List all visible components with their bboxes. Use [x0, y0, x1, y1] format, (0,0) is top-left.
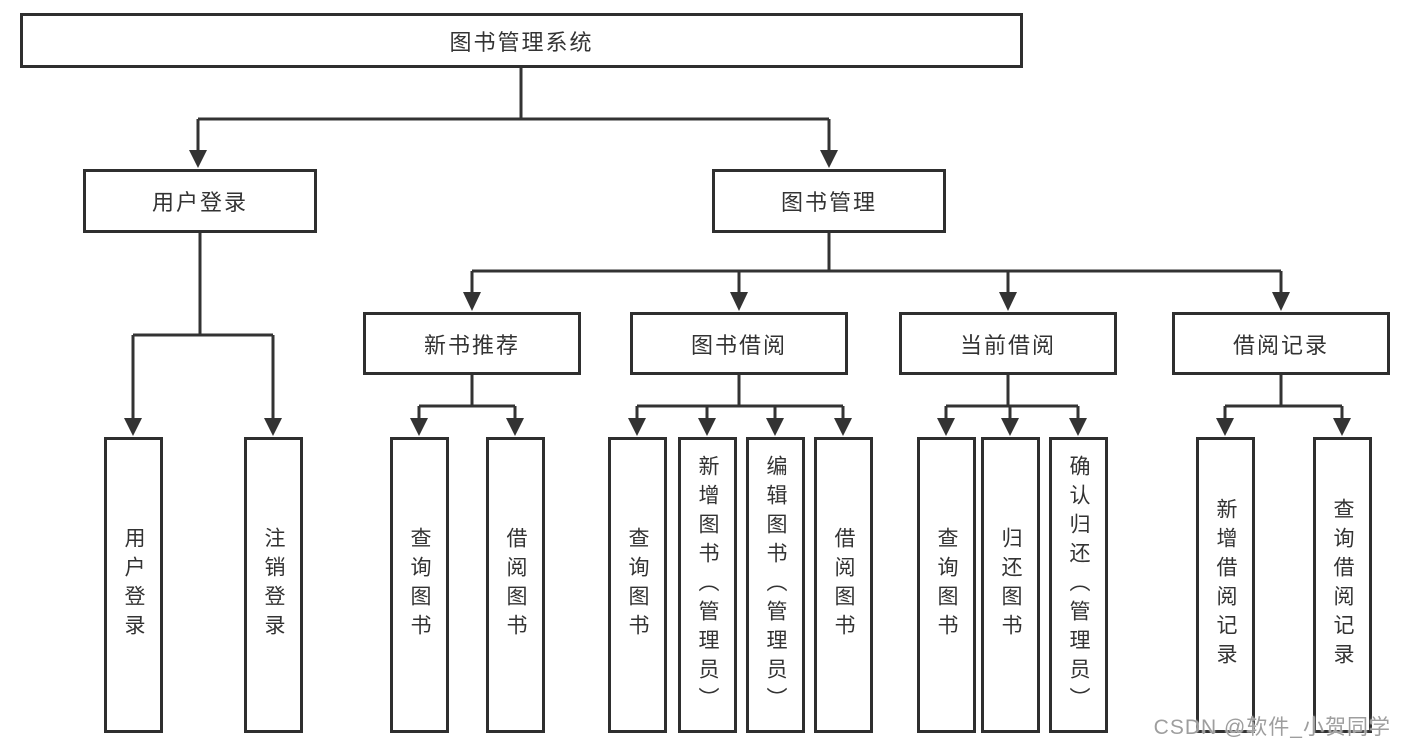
connector-current-borrowing-to-leaves — [937, 375, 1087, 436]
node-borrow-books: 借阅图书 — [814, 437, 873, 733]
node-label: 借阅图书 — [504, 527, 527, 643]
connector-new-book-recommendation-to-leaves — [410, 375, 524, 436]
node-book-management-branch: 图书管理 — [712, 169, 946, 233]
node-label: 图书管理系统 — [449, 29, 594, 55]
node-label: 新增图书（管理员） — [696, 454, 719, 716]
node-label: 用户登录 — [122, 527, 145, 643]
node-return-books: 归还图书 — [981, 437, 1040, 733]
node-new-book-recommendation: 新书推荐 — [363, 312, 581, 375]
node-book-management-system: 图书管理系统 — [20, 13, 1023, 68]
node-label: 查询图书 — [626, 527, 649, 643]
node-add-books-admin: 新增图书（管理员） — [678, 437, 737, 733]
node-label: 编辑图书（管理员） — [764, 454, 787, 716]
node-query-books-borrowing: 查询图书 — [608, 437, 667, 733]
node-label: 确认归还（管理员） — [1067, 454, 1090, 716]
node-label: 注销登录 — [262, 527, 285, 643]
node-edit-books-admin: 编辑图书（管理员） — [746, 437, 805, 733]
node-label: 新增借阅记录 — [1214, 498, 1237, 672]
node-book-borrowing: 图书借阅 — [630, 312, 848, 375]
node-label: 用户登录 — [151, 190, 248, 215]
node-user-login-branch: 用户登录 — [83, 169, 317, 233]
node-label: 借阅图书 — [832, 527, 855, 643]
node-label: 查询借阅记录 — [1331, 498, 1354, 672]
connector-book-management-to-sections — [463, 233, 1290, 311]
node-query-borrowing-record: 查询借阅记录 — [1313, 437, 1372, 733]
node-label: 新书推荐 — [423, 332, 520, 358]
node-label: 查询图书 — [408, 527, 431, 643]
node-borrow-books-recommendation: 借阅图书 — [486, 437, 545, 733]
node-add-borrowing-record: 新增借阅记录 — [1196, 437, 1255, 733]
node-label: 图书借阅 — [690, 332, 787, 358]
node-current-borrowing: 当前借阅 — [899, 312, 1117, 375]
connector-root-to-branches — [189, 68, 838, 168]
node-query-books-current: 查询图书 — [917, 437, 976, 733]
node-logout: 注销登录 — [244, 437, 303, 733]
node-user-login: 用户登录 — [104, 437, 163, 733]
node-borrowing-records: 借阅记录 — [1172, 312, 1390, 375]
node-label: 图书管理 — [780, 190, 877, 215]
connector-user-login-to-leaves — [124, 233, 282, 436]
node-label: 借阅记录 — [1232, 332, 1329, 358]
watermark-text: CSDN @软件_小贺同学 — [1153, 716, 1391, 739]
node-confirm-return-admin: 确认归还（管理员） — [1049, 437, 1108, 733]
node-label: 查询图书 — [935, 527, 958, 643]
node-label: 归还图书 — [999, 527, 1022, 643]
node-query-books-recommendation: 查询图书 — [390, 437, 449, 733]
connector-borrowing-records-to-leaves — [1216, 375, 1351, 436]
connector-book-borrowing-to-leaves — [628, 375, 852, 436]
node-label: 当前借阅 — [959, 332, 1056, 358]
